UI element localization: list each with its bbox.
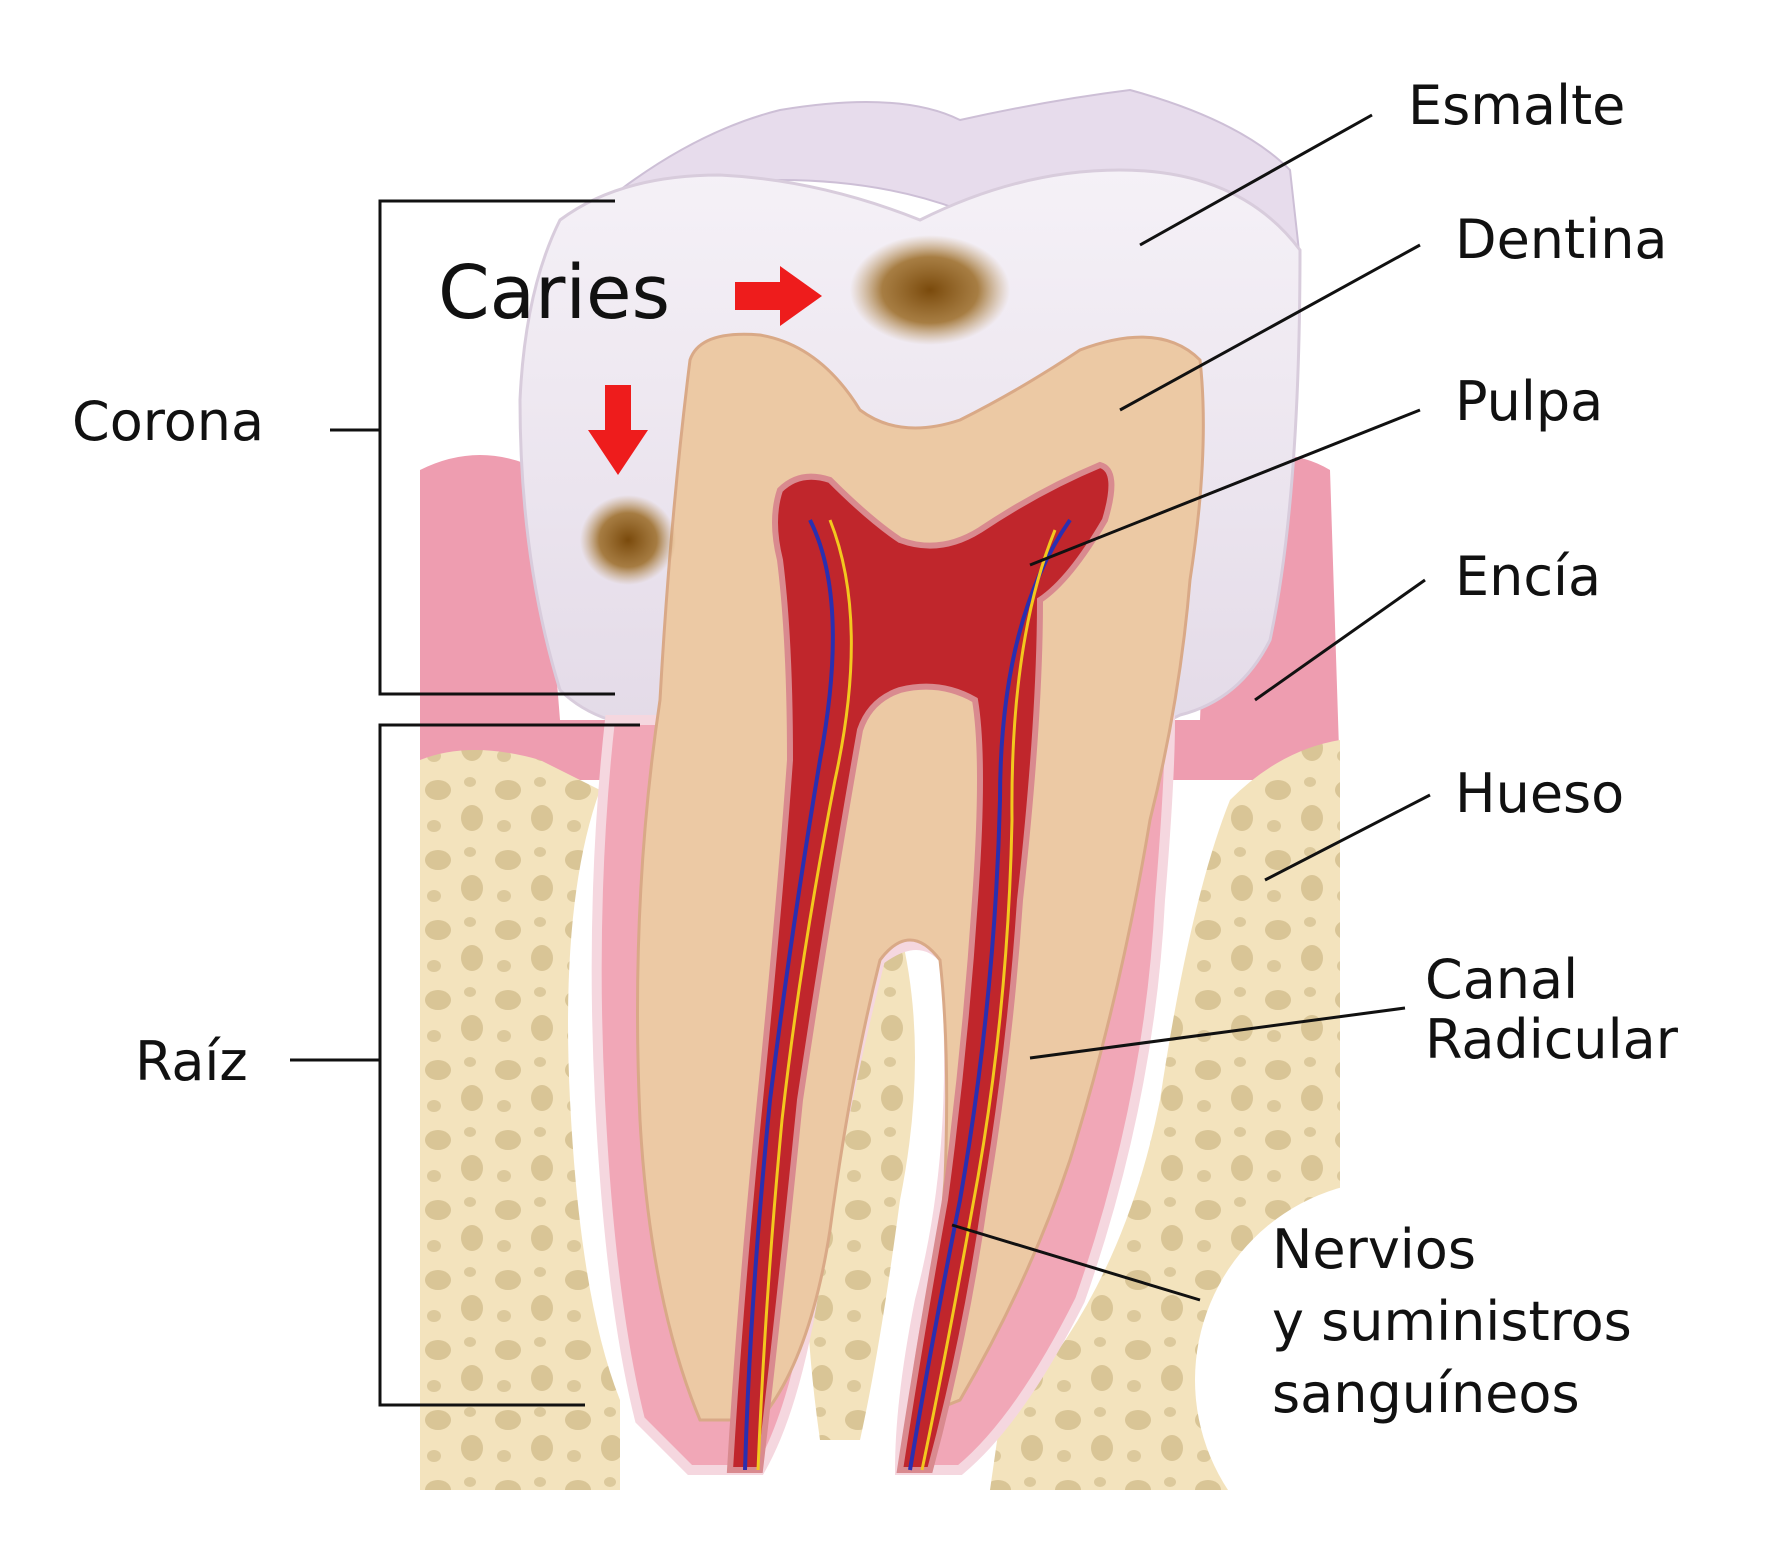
caries-spot-side bbox=[580, 495, 676, 585]
label-nervios-line1: Nervios bbox=[1272, 1218, 1476, 1281]
label-canal-line1: Canal bbox=[1425, 948, 1578, 1011]
nervios-leader bbox=[951, 1223, 1201, 1302]
nerve-yellow-left bbox=[756, 519, 853, 1471]
pulpa-leader bbox=[1029, 408, 1421, 567]
encia-leader bbox=[1254, 578, 1426, 702]
label-caries: Caries bbox=[438, 250, 670, 336]
caries-spot-top bbox=[850, 235, 1010, 345]
caries-arrow-down bbox=[588, 385, 648, 475]
label-canal-line2: Radicular bbox=[1425, 1008, 1679, 1071]
label-nervios-line3: sanguíneos bbox=[1272, 1362, 1580, 1425]
bone-left bbox=[420, 750, 620, 1490]
corona-bracket bbox=[378, 199, 615, 696]
dentina-leader bbox=[1119, 243, 1421, 412]
raiz-bracket bbox=[378, 723, 640, 1407]
label-raiz: Raíz bbox=[135, 1030, 248, 1093]
nerve-blue-left bbox=[743, 519, 835, 1471]
enamel-top-surface bbox=[619, 88, 1302, 263]
label-dentina: Dentina bbox=[1455, 208, 1668, 271]
callout-disc bbox=[1195, 1180, 1595, 1548]
esmalte-leader bbox=[1139, 113, 1373, 247]
label-encia: Encía bbox=[1455, 545, 1601, 608]
label-hueso: Hueso bbox=[1455, 762, 1624, 825]
label-nervios-line2: y suministros bbox=[1272, 1290, 1632, 1353]
label-esmalte: Esmalte bbox=[1408, 74, 1625, 137]
label-corona: Corona bbox=[72, 390, 264, 453]
hueso-leader bbox=[1264, 793, 1431, 882]
label-pulpa: Pulpa bbox=[1455, 370, 1603, 433]
nerve-blue-right bbox=[908, 518, 1072, 1471]
caries-arrow-right bbox=[735, 266, 822, 326]
canal-leader bbox=[1029, 1006, 1406, 1060]
nerve-yellow-right bbox=[920, 529, 1057, 1471]
